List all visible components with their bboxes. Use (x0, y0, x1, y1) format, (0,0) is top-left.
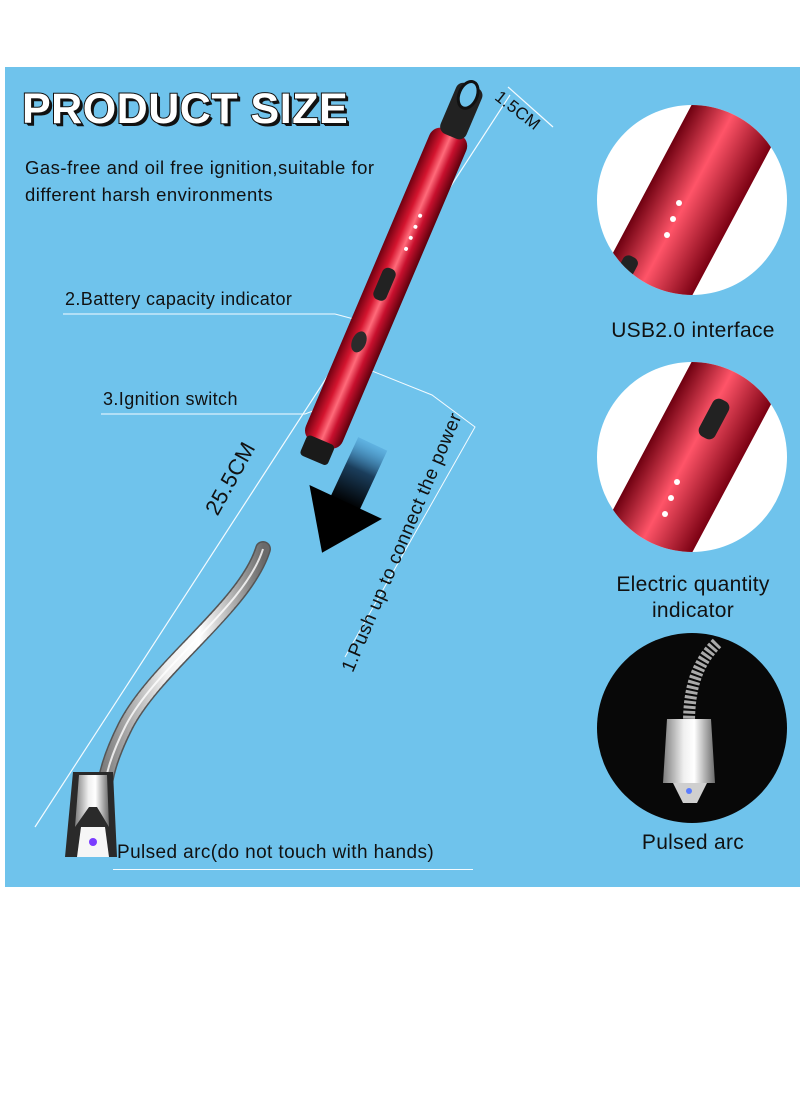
usb-interface-detail-image (597, 105, 787, 295)
battery-indicator-callout: 2.Battery capacity indicator (65, 289, 293, 309)
subtitle: Gas-free and oil free ignition,suitable … (25, 157, 375, 205)
push-leader (344, 366, 476, 658)
arc-tip (65, 772, 117, 857)
product-info-panel: PRODUCT SIZE Gas-free and oil free ignit… (5, 67, 800, 887)
usb-interface-caption: USB2.0 interface (611, 319, 775, 342)
width-dimension-line (507, 86, 554, 128)
electric-quantity-detail-image (597, 362, 787, 552)
lighter-body (300, 80, 483, 465)
electric-quantity-caption-line2: indicator (651, 599, 735, 622)
lighter-illustration (34, 80, 554, 857)
pulsed-arc-caption: Pulsed arc (641, 831, 745, 854)
pulsed-arc-detail-image (597, 633, 787, 823)
ignition-switch-callout: 3.Ignition switch (103, 389, 238, 409)
page-title: PRODUCT SIZE (21, 84, 349, 134)
pulsed-arc-callout: Pulsed arc(do not touch with hands) (117, 842, 435, 863)
push-direction-arrow (309, 437, 388, 553)
electric-quantity-caption: Electric quantity indicator (593, 572, 793, 624)
electric-quantity-caption-line1: Electric quantity (616, 573, 770, 596)
